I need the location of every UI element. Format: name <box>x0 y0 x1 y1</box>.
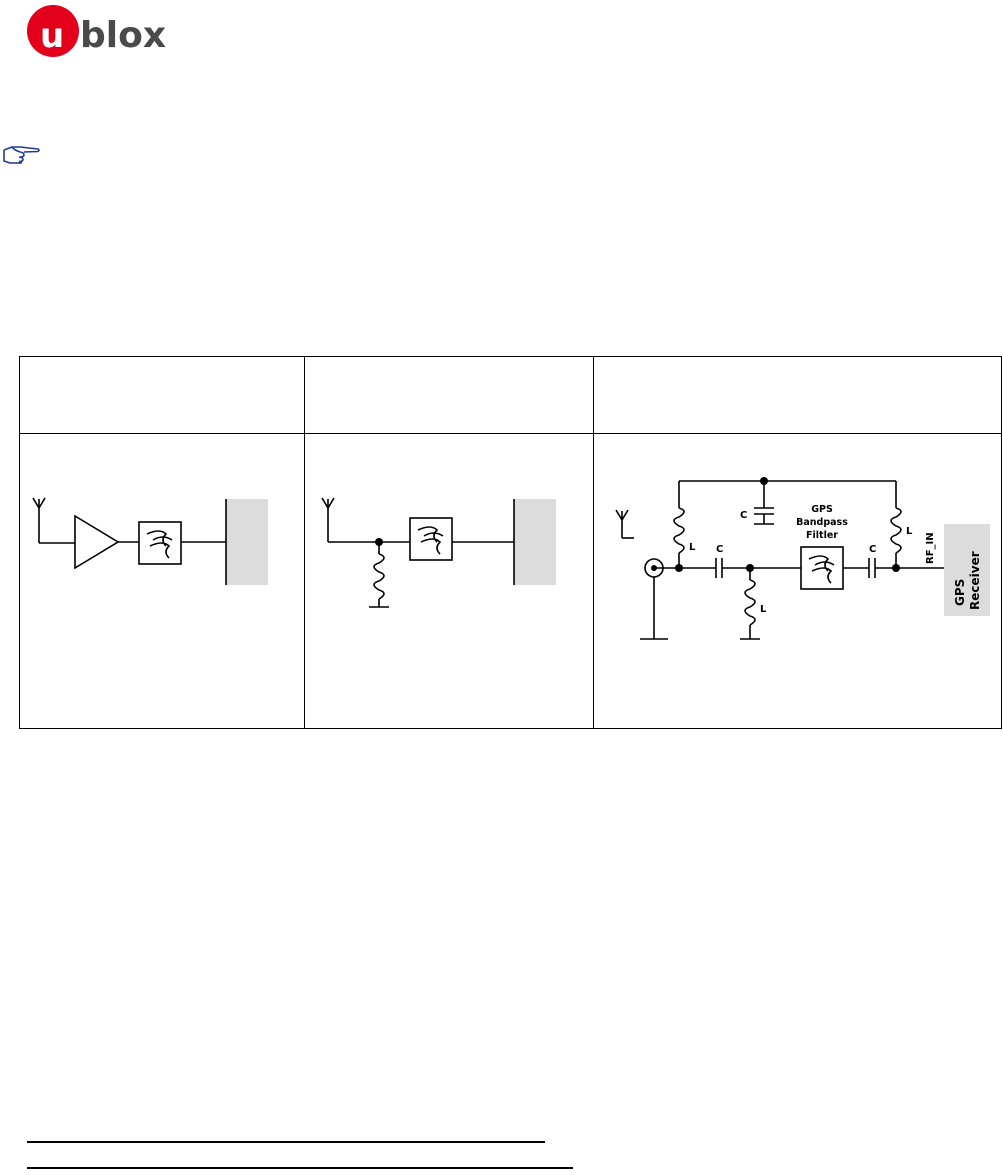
receiver-block <box>514 499 556 585</box>
table-header-cell <box>19 356 305 434</box>
svg-text:u: u <box>40 16 64 56</box>
ublox-logo: u blox <box>27 5 166 57</box>
pointing-hand-icon <box>3 146 40 164</box>
inductor-label: L <box>906 526 913 537</box>
table-header-row <box>19 356 1002 434</box>
capacitor-label: C <box>740 510 747 521</box>
inductor-label: L <box>760 604 767 615</box>
table-header-cell <box>593 356 1002 434</box>
schematic-lna-filter <box>32 497 268 585</box>
filter-label: GPS <box>811 504 833 515</box>
diagram-cell-passive <box>304 433 594 729</box>
capacitor-label: C <box>869 544 876 555</box>
receiver-block <box>226 499 268 585</box>
filter-label: Filtler <box>806 530 838 541</box>
capacitor-label: C <box>716 544 723 555</box>
antenna-circuit-table: C C C L L L GPS Bandpass Filtler RF_IN G… <box>19 356 1002 729</box>
table-diagram-row: C C C L L L GPS Bandpass Filtler RF_IN G… <box>19 433 1002 729</box>
diagram-cell-biastee: C C C L L L GPS Bandpass Filtler RF_IN G… <box>593 433 1002 729</box>
rf-in-label: RF_IN <box>925 532 936 564</box>
diagram-cell-lna <box>19 433 305 729</box>
inductor-label: L <box>689 542 696 553</box>
table-header-cell <box>304 356 594 434</box>
filter-label: Bandpass <box>796 517 848 528</box>
svg-text:blox: blox <box>80 15 166 56</box>
footnote-rule <box>27 1167 573 1169</box>
footnote-rule <box>27 1141 545 1143</box>
schematic-bias-tee: C C C L L L GPS Bandpass Filtler RF_IN G… <box>615 477 990 640</box>
gps-receiver-block <box>944 524 990 616</box>
receiver-label: Receiver <box>968 551 982 610</box>
schematic-passive-filter <box>321 497 556 608</box>
receiver-label: GPS <box>953 579 967 606</box>
